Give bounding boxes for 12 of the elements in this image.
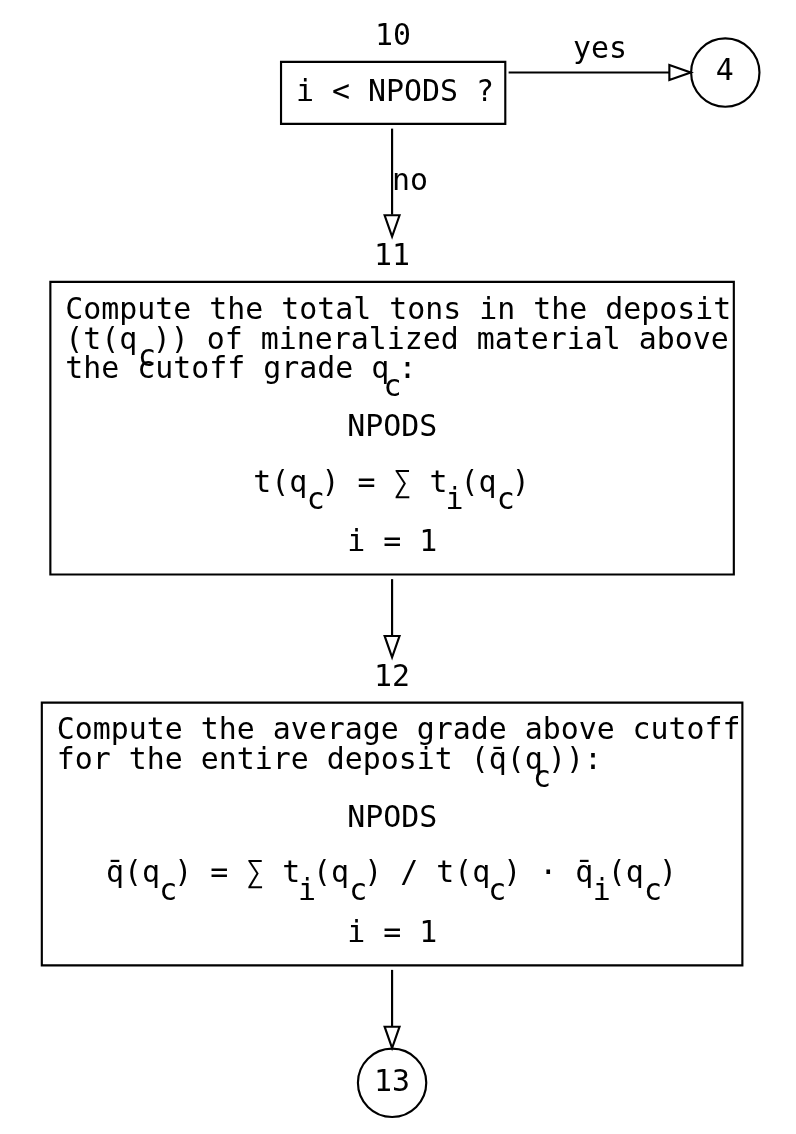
edge-label: yes: [572, 30, 627, 66]
arrow: [382, 579, 401, 661]
edge-label: no: [391, 162, 428, 198]
node-circle: 4: [689, 37, 761, 108]
node-label: 10: [374, 17, 411, 53]
node-label: 11: [373, 237, 410, 273]
arrow: [508, 63, 694, 82]
node-circle: 13: [356, 1047, 427, 1119]
arrow: [382, 969, 401, 1052]
arrow: [382, 128, 401, 240]
node-box: i < NPODS ?: [279, 60, 506, 125]
node-label: 12: [373, 657, 410, 693]
